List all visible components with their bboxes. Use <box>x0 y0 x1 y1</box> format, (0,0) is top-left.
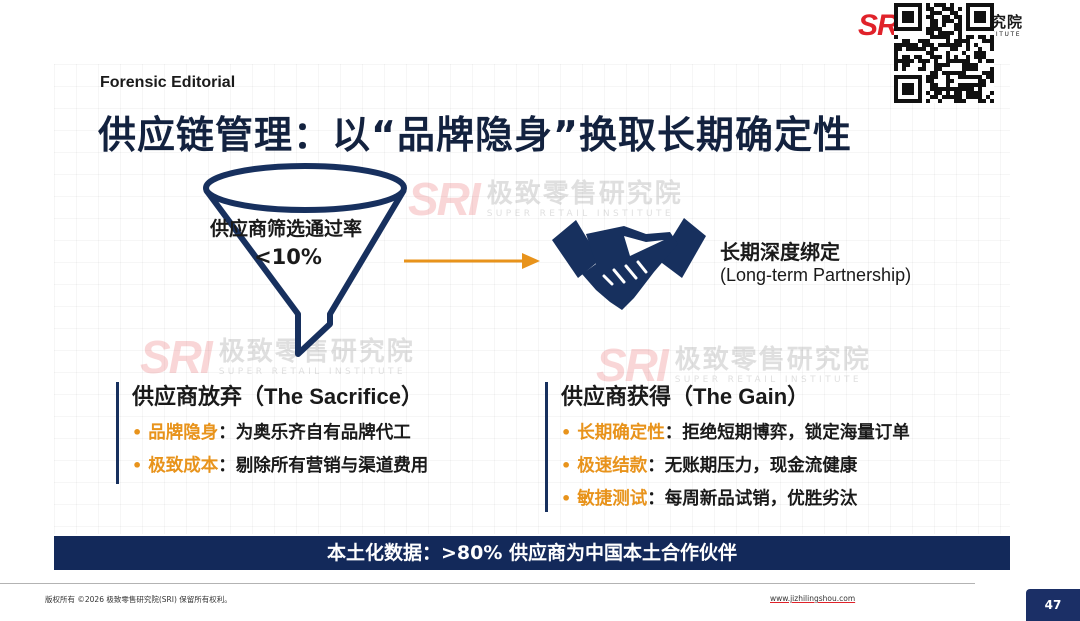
summary-banner: 本土化数据：>80% 供应商为中国本土合作伙伴 <box>54 536 1010 570</box>
arrow-right-icon <box>404 253 540 269</box>
sacrifice-heading: 供应商放弃（The Sacrifice） <box>132 384 423 410</box>
gain-heading: 供应商获得（The Gain） <box>561 384 810 410</box>
slide-title: 供应链管理：以“品牌隐身”换取长期确定性 <box>98 113 852 157</box>
bullet-dot-icon: • <box>561 423 572 442</box>
slide-grid-background <box>54 64 1010 534</box>
qr-code-icon <box>894 3 994 103</box>
slide-kicker: Forensic Editorial <box>100 74 236 91</box>
partnership-label-cn: 长期深度绑定 <box>720 240 840 264</box>
handshake-icon <box>552 218 706 310</box>
list-item: • 极致成本 ：剔除所有营销与渠道费用 <box>132 453 428 479</box>
list-item: • 敏捷测试 ：每周新品试销，优胜劣汰 <box>561 486 910 512</box>
slide-image: Forensic Editorial 供应链管理：以“品牌隐身”换取长期确定性 <box>54 64 1010 570</box>
partnership-label-en: (Long-term Partnership) <box>720 265 912 285</box>
gain-column: 供应商获得（The Gain） • 长期确定性 ：拒绝短期博弈，锁定海量订单 •… <box>545 382 910 512</box>
bullet-dot-icon: • <box>132 423 143 442</box>
funnel-value: <10% <box>254 245 322 269</box>
bullet-dot-icon: • <box>561 489 572 508</box>
bullet-dot-icon: • <box>132 456 143 475</box>
sacrifice-column: 供应商放弃（The Sacrifice） • 品牌隐身 ：为奥乐齐自有品牌代工 … <box>116 382 428 484</box>
website-link[interactable]: www.jizhilingshou.com <box>770 594 856 603</box>
list-item: • 品牌隐身 ：为奥乐齐自有品牌代工 <box>132 420 428 446</box>
funnel-icon <box>203 163 407 357</box>
page-number: 47 <box>1026 589 1080 621</box>
copyright-text: 版权所有 ©2026 极致零售研究院(SRI) 保留所有权利。 <box>45 595 232 604</box>
footer-divider <box>0 583 975 584</box>
bullet-dot-icon: • <box>561 456 572 475</box>
list-item: • 长期确定性 ：拒绝短期博弈，锁定海量订单 <box>561 420 910 446</box>
list-item: • 极速结款 ：无账期压力，现金流健康 <box>561 453 910 479</box>
funnel-label: 供应商筛选通过率 <box>209 218 362 240</box>
